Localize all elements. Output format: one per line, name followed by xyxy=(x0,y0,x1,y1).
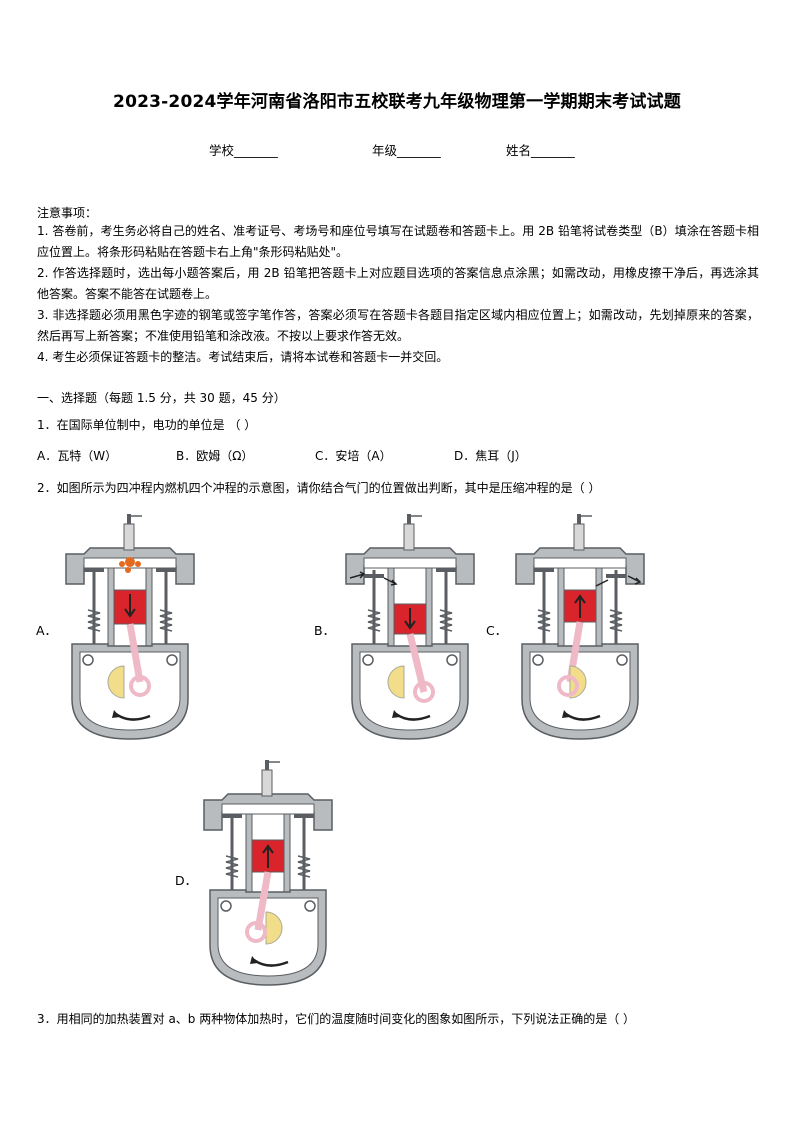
engine-diagram-a xyxy=(64,514,196,740)
diagram-d-label: D． xyxy=(175,873,198,888)
notice-item-3: 3. 非选择题必须用黑色字迹的钢笔或签字笔作答，答案必须写在答题卡各题目指定区域… xyxy=(37,308,759,343)
question-1-option-a: A．瓦特（W） xyxy=(37,449,118,463)
diagram-b-label: B． xyxy=(314,623,336,638)
engine-diagram-c xyxy=(514,514,646,740)
question-1-stem: 1．在国际单位制中，电功的单位是 （ ） xyxy=(37,418,257,432)
section-heading: 一、选择题（每题 1.5 分，共 30 题，45 分） xyxy=(37,391,286,405)
diagram-c-label: C． xyxy=(486,623,508,638)
notice-item-1: 1. 答卷前，考生务必将自己的姓名、准考证号、考场号和座位号填写在试题卷和答题卡… xyxy=(37,224,759,259)
question-2-stem: 2．如图所示为四冲程内燃机四个冲程的示意图，请你结合气门的位置做出判断，其中是压… xyxy=(37,481,601,495)
question-1-option-b: B．欧姆（Ω） xyxy=(176,449,254,463)
notice-item-2: 2. 作答选择题时，选出每小题答案后，用 2B 铅笔把答题卡上对应题目选项的答案… xyxy=(37,266,759,301)
notice-item-4: 4. 考生必须保证答题卡的整洁。考试结束后，请将本试卷和答题卡一并交回。 xyxy=(37,350,449,364)
question-1-option-c: C．安培（A） xyxy=(315,449,392,463)
diagram-a-label: A． xyxy=(36,623,58,638)
notice-heading: 注意事项： xyxy=(37,206,98,220)
question-3-stem: 3．用相同的加热装置对 a、b 两种物体加热时，它们的温度随时间变化的图象如图所… xyxy=(37,1012,636,1026)
engine-diagram-d xyxy=(202,760,334,986)
school-field: 学校_______ xyxy=(209,143,278,158)
page-title: 2023-2024学年河南省洛阳市五校联考九年级物理第一学期期末考试试题 xyxy=(113,92,681,112)
engine-diagram-b xyxy=(344,514,476,740)
name-field: 姓名_______ xyxy=(506,143,575,158)
grade-field: 年级_______ xyxy=(372,143,441,158)
question-1-option-d: D．焦耳（J） xyxy=(454,449,527,463)
